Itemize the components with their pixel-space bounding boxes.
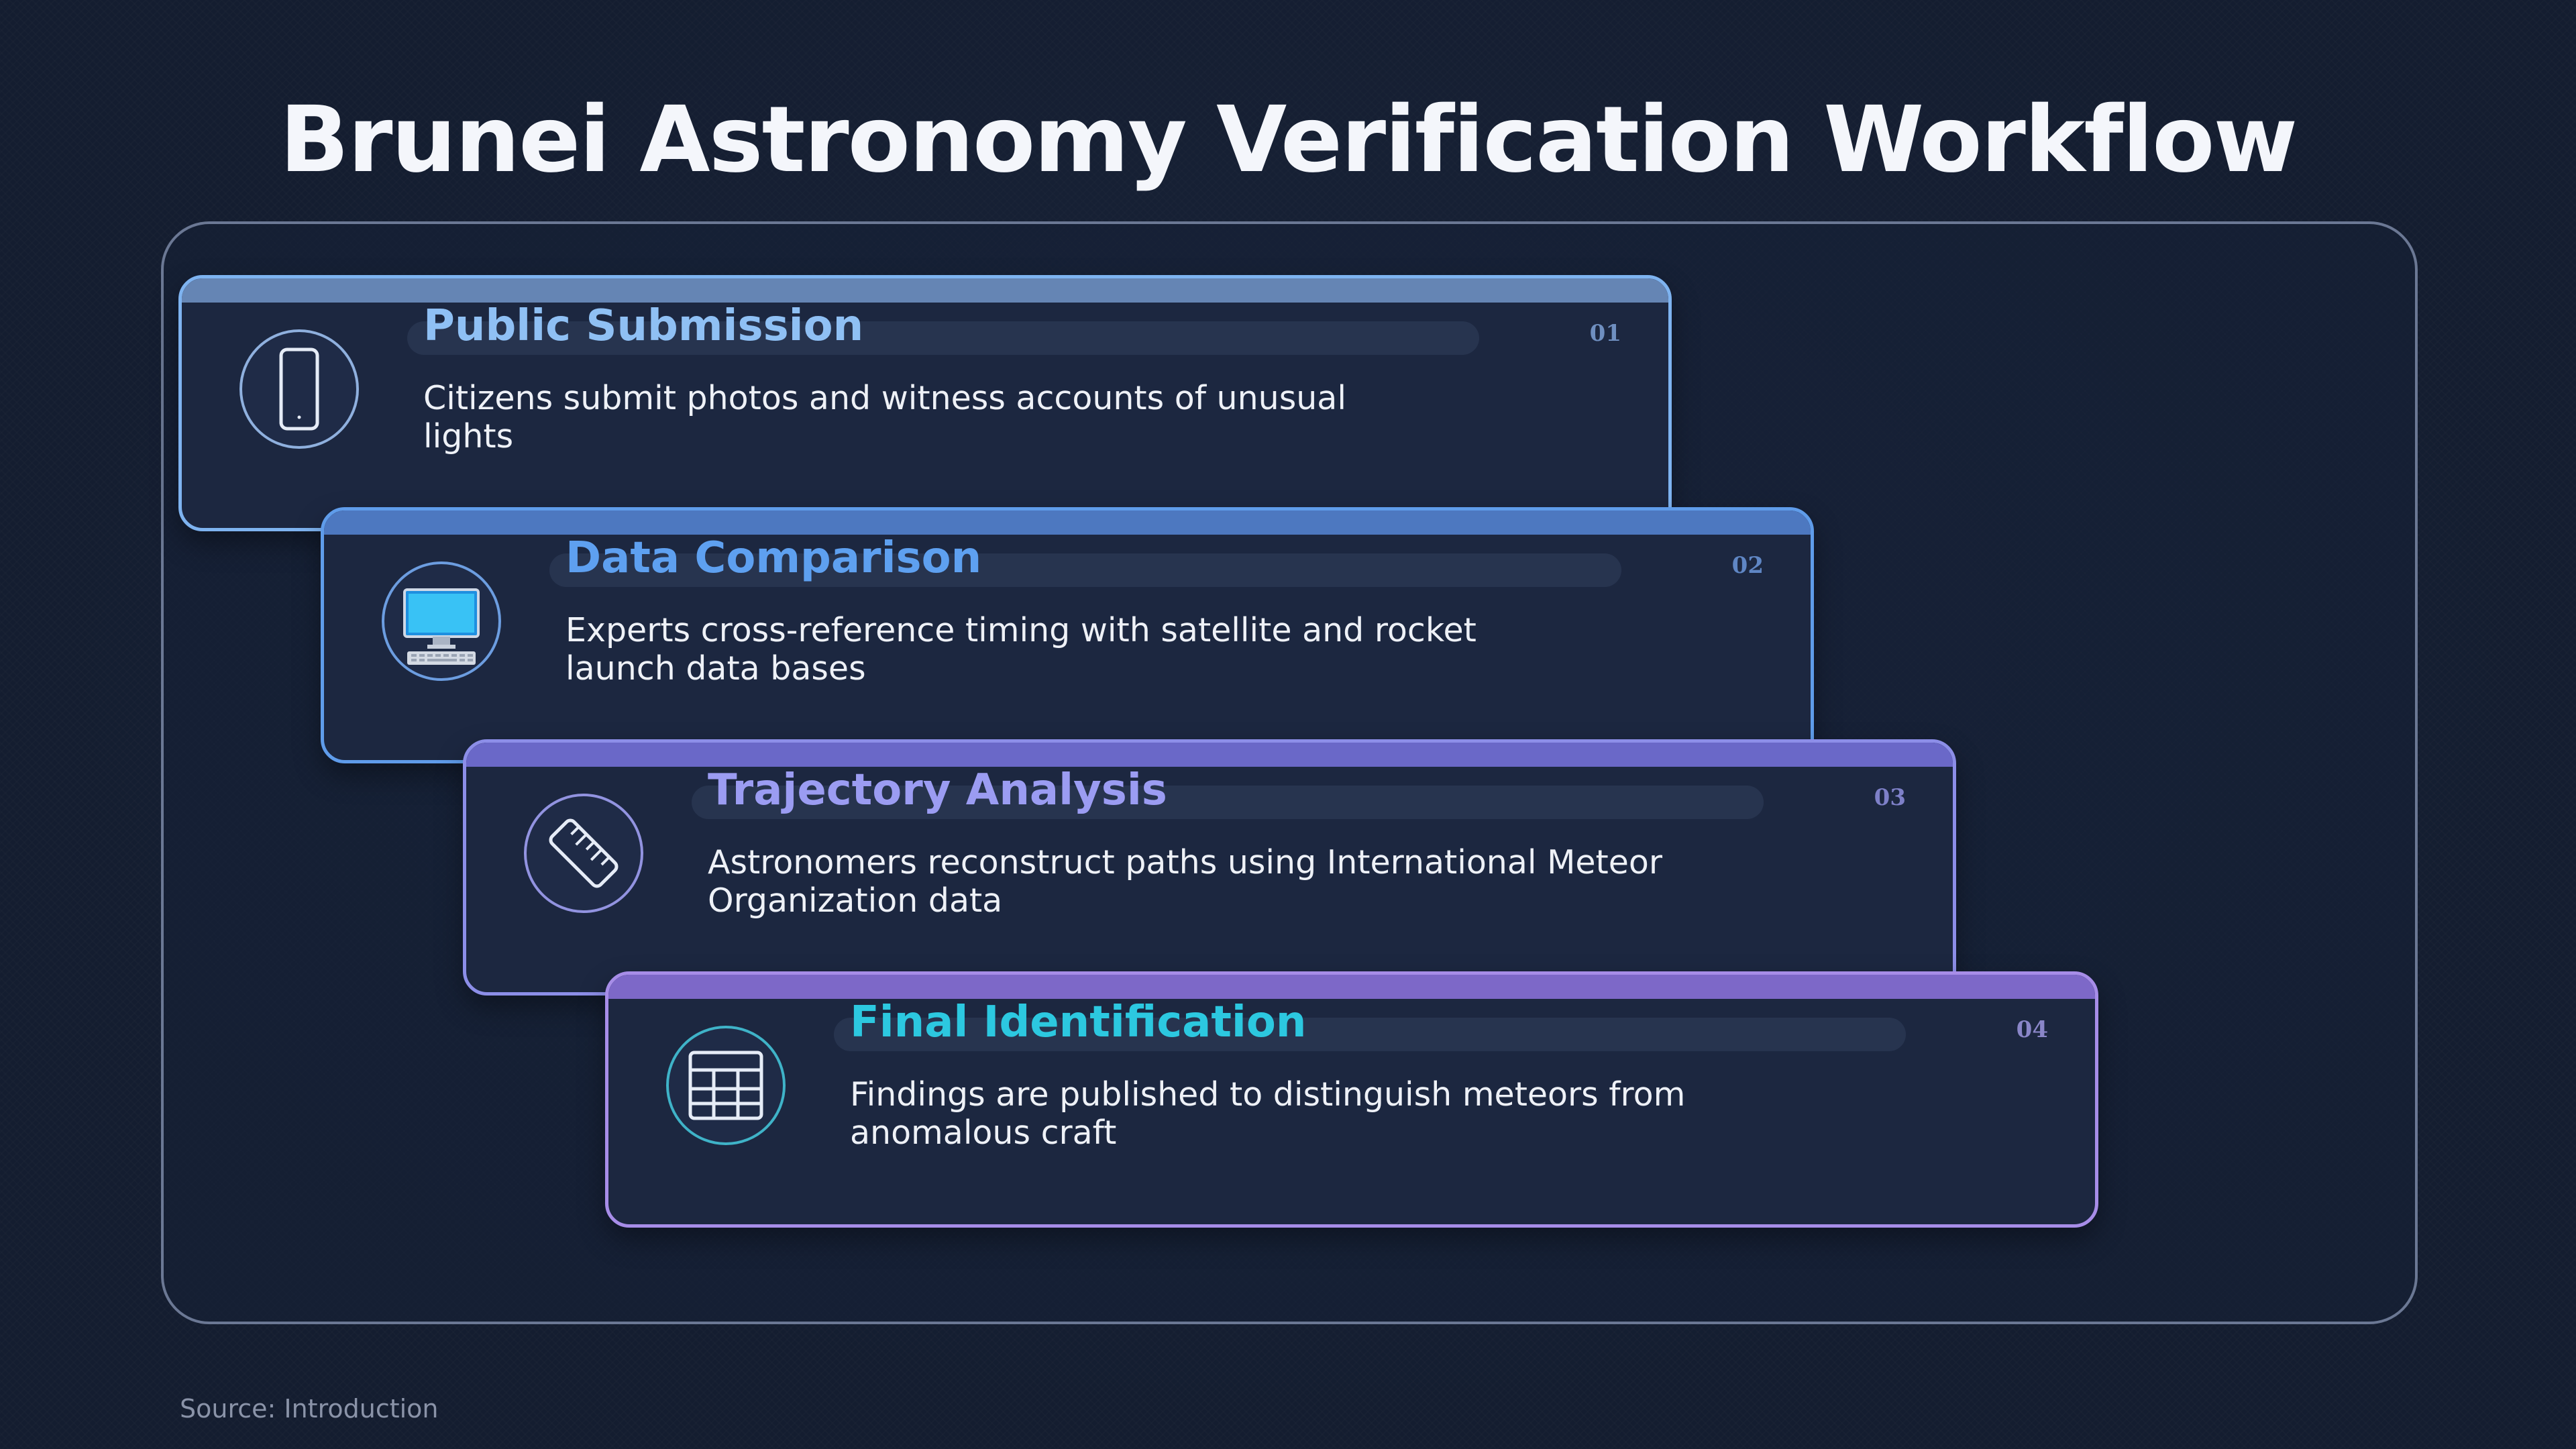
step-description: Astronomers reconstruct paths using Inte… [708, 843, 1662, 920]
step-card-public-submission: Public Submission 01 Citizens submit pho… [178, 275, 1672, 531]
step-description: Citizens submit photos and witness accou… [423, 379, 1346, 455]
step-number: 01 [1589, 320, 1621, 347]
step-title: Data Comparison [566, 533, 982, 583]
card-header-bar [324, 511, 1811, 535]
title-highlight-bar [549, 553, 1621, 587]
page-title: Brunei Astronomy Verification Workflow [279, 87, 2298, 193]
card-header-bar [466, 743, 1953, 767]
title-highlight-bar [407, 321, 1479, 355]
step-card-data-comparison: Data Comparison 02 Experts cross-referen… [321, 507, 1814, 763]
step-card-final-identification: Final Identification 04 Findings are pub… [605, 971, 2098, 1228]
smartphone-icon [239, 329, 359, 449]
title-highlight-bar [692, 786, 1764, 819]
table-grid-icon [666, 1026, 786, 1145]
source-note: Source: Introduction [180, 1394, 439, 1424]
ruler-icon [524, 794, 643, 913]
step-number: 03 [1874, 784, 1906, 811]
step-title: Final Identification [850, 998, 1307, 1047]
card-header-bar [608, 975, 2095, 999]
step-number: 04 [2016, 1016, 2048, 1043]
step-number: 02 [1731, 552, 1764, 579]
step-title: Trajectory Analysis [708, 765, 1167, 815]
title-highlight-bar [834, 1018, 1906, 1051]
step-card-trajectory-analysis: Trajectory Analysis 03 Astronomers recon… [463, 739, 1956, 996]
step-description: Findings are published to distinguish me… [850, 1075, 1686, 1152]
step-description: Experts cross-reference timing with sate… [566, 611, 1477, 688]
desktop-computer-icon [382, 561, 501, 681]
card-header-bar [182, 278, 1668, 303]
step-title: Public Submission [423, 301, 864, 351]
